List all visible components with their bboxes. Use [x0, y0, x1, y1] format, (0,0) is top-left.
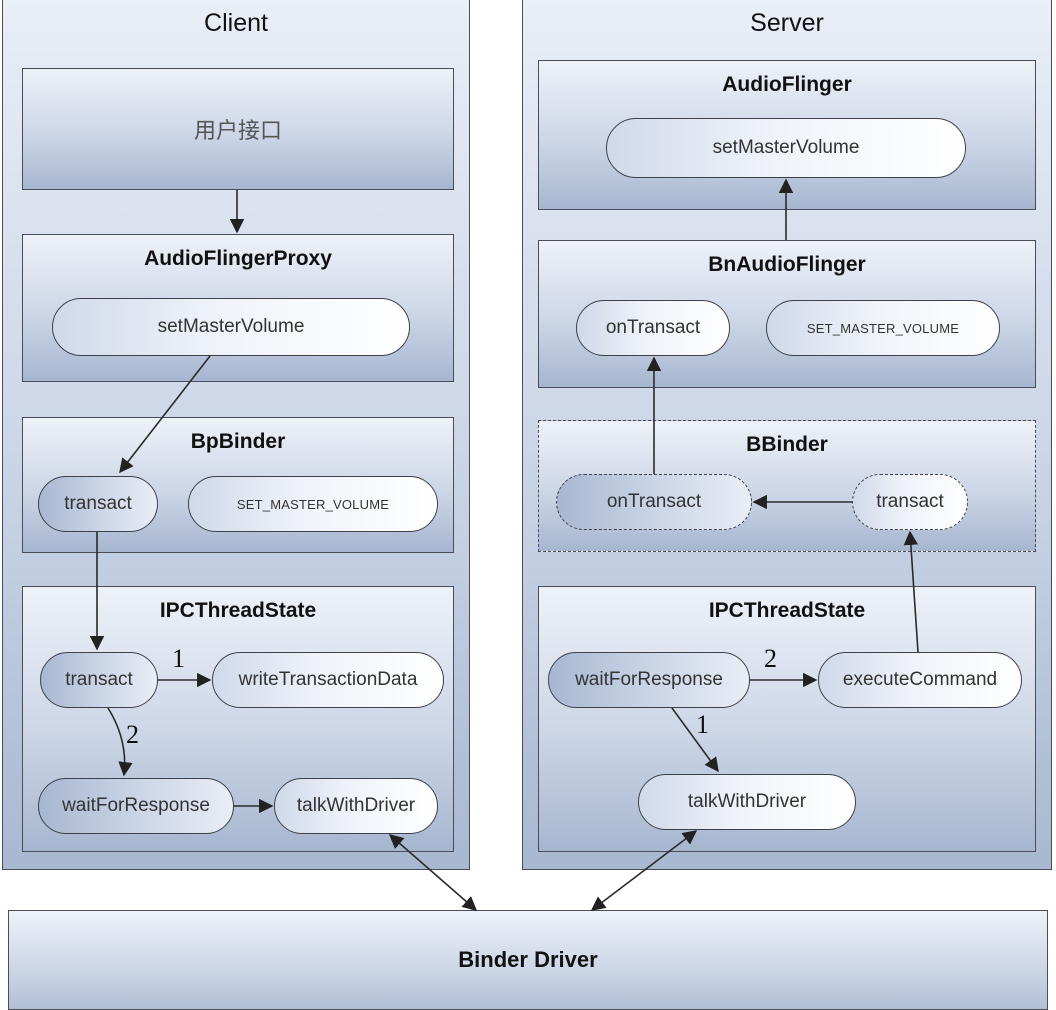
server-step-2-label: 2: [764, 644, 777, 673]
client-write-transaction-node: writeTransactionData: [212, 652, 444, 708]
bbinder-ontransact-node: onTransact: [556, 474, 752, 530]
server-ipcthreadstate-title: IPCThreadState: [708, 599, 866, 622]
client-wait-response-node: waitForResponse: [38, 778, 234, 834]
audioflinger-setmastervolume-node: setMasterVolume: [606, 118, 966, 178]
server-execute-command-node: executeCommand: [818, 652, 1022, 708]
server-title: Server: [750, 9, 824, 37]
bn-ontransact-node: onTransact: [576, 300, 730, 356]
audioflinger-title: AudioFlinger: [722, 73, 852, 96]
bbinder-title: BBinder: [746, 433, 828, 456]
server-wait-response-node: waitForResponse: [548, 652, 750, 708]
user-interface-box: 用户接口: [22, 68, 454, 190]
bpbinder-transact-node: transact: [38, 476, 158, 532]
proxy-setmastervolume-node: setMasterVolume: [52, 298, 410, 356]
binder-driver-box: Binder Driver: [8, 910, 1048, 1010]
bpbinder-code-node: SET_MASTER_VOLUME: [188, 476, 438, 532]
bnaudioflinger-title: BnAudioFlinger: [708, 253, 866, 276]
audioflinger-proxy-title: AudioFlingerProxy: [144, 247, 332, 270]
client-talk-driver-node: talkWithDriver: [274, 778, 438, 834]
client-ipcthreadstate-title: IPCThreadState: [159, 599, 317, 622]
client-ipc-transact-node: transact: [40, 652, 158, 708]
bpbinder-title: BpBinder: [190, 430, 286, 453]
client-step-2-label: 2: [126, 720, 139, 749]
bn-code-node: SET_MASTER_VOLUME: [766, 300, 1000, 356]
server-step-1-label: 1: [696, 710, 709, 739]
server-talk-driver-node: talkWithDriver: [638, 774, 856, 830]
client-step-1-label: 1: [172, 644, 185, 673]
client-title: Client: [204, 9, 268, 37]
bbinder-transact-node: transact: [852, 474, 968, 530]
user-interface-label: 用户接口: [193, 119, 282, 144]
